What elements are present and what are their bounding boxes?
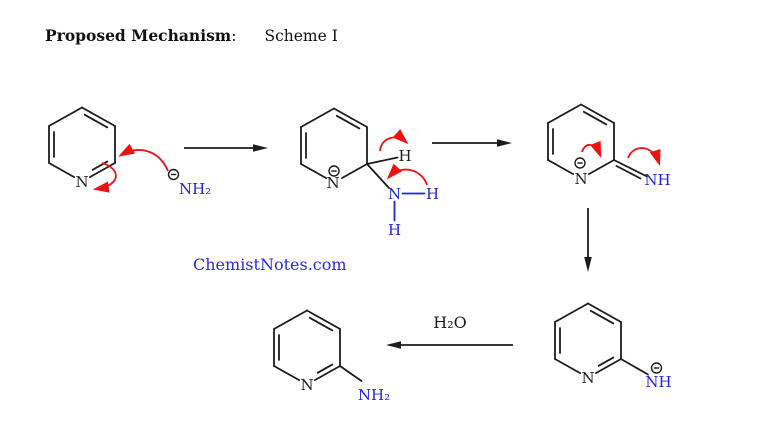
adduct-h-label: H <box>398 147 411 165</box>
ring3-nitrogen-label: N <box>574 170 587 188</box>
electron-arrow-cn-to-nh <box>627 147 661 167</box>
c2-amide-bond <box>620 358 649 376</box>
adduct-h-right-label: H <box>426 185 439 203</box>
title-separator: : <box>231 27 237 45</box>
watermark-text: ChemistNotes.com <box>193 255 347 274</box>
pyridine-ring-reactant <box>48 106 116 178</box>
reaction-arrow-3 <box>584 208 592 272</box>
title-heading: Proposed Mechanism <box>45 26 232 45</box>
c2-h-bond <box>366 156 399 165</box>
electron-arrow-nh-to-n <box>386 163 428 186</box>
amide-nh2-label: NH₂ <box>179 180 211 198</box>
adduct-n-label: N <box>388 185 401 203</box>
ring5-nitrogen-label: N <box>300 376 313 394</box>
c2-n-bond <box>366 163 390 189</box>
ring2-nitrogen-label: N <box>326 174 339 192</box>
reaction-arrow-4 <box>386 341 513 349</box>
anionic-adduct-ring <box>300 107 368 179</box>
water-label: H₂O <box>433 313 466 332</box>
electron-arrow-n-to-c2 <box>581 140 602 159</box>
amide-nh-label: NH <box>645 373 671 391</box>
ring1-nitrogen-label: N <box>75 173 88 191</box>
product-nh2-label: NH₂ <box>358 386 390 404</box>
scheme-label: Scheme I <box>264 27 338 45</box>
c2-amine-bond <box>339 365 363 382</box>
reaction-arrow-1 <box>184 144 268 152</box>
electron-arrow-attack <box>118 143 169 172</box>
negative-charge-icon <box>574 157 586 169</box>
reaction-arrow-2 <box>432 139 512 147</box>
c2-imine-bond-inner <box>615 165 642 180</box>
ring4-nitrogen-label: N <box>581 369 594 387</box>
electron-arrow-hydride <box>379 129 409 152</box>
imine-intermediate-ring <box>547 103 615 175</box>
page-title: Proposed Mechanism: Scheme I <box>45 26 338 45</box>
product-aminopyridine-ring <box>273 309 341 381</box>
aminopyridine-anion-ring <box>554 302 622 374</box>
imine-nh-label: NH <box>644 171 670 189</box>
adduct-h-down-label: H <box>388 221 401 239</box>
negative-charge-icon <box>650 362 663 374</box>
negative-charge-icon <box>328 165 340 177</box>
c2-imine-bond <box>613 159 648 178</box>
negative-charge-icon <box>167 168 180 181</box>
electron-arrow-ring-to-n <box>92 162 117 193</box>
